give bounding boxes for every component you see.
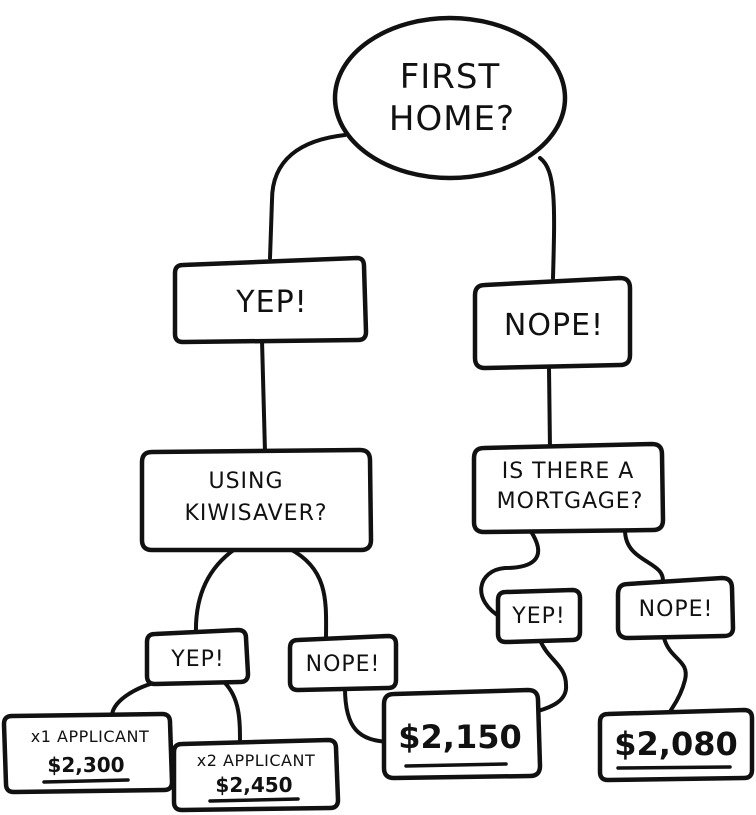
connector-yep-to-kiwisaver: [260, 338, 267, 454]
yep-first-home-label: YEP!: [235, 285, 307, 320]
node-amount-2080: $2,080: [597, 707, 755, 783]
applicant-2-amount-underline: [208, 797, 300, 803]
node-nope-first-home: NOPE!: [472, 275, 633, 371]
yep-mortgage-box: [495, 587, 583, 645]
yep-first-home-box: [172, 255, 369, 345]
connector-nope-to-2150: [343, 686, 390, 744]
mortgage-line1: IS THERE A: [502, 459, 635, 484]
amount-2080-box: [597, 707, 755, 783]
yep-kiwisaver-box: [144, 627, 251, 687]
nope-kiwisaver-box: [287, 633, 399, 693]
kiwisaver-box: [139, 447, 374, 553]
connector-kiwisaver-to-nope: [288, 547, 329, 642]
nope-kiwisaver-label: NOPE!: [306, 652, 381, 677]
kiwisaver-line2: KIWISAVER?: [184, 501, 327, 526]
node-first-home: FIRST HOME?: [332, 15, 568, 181]
connectors: [110, 133, 688, 746]
amount-2080-value: $2,080: [614, 725, 737, 763]
connector-yep-to-2150: [533, 638, 568, 714]
node-yep-mortgage: YEP!: [495, 587, 583, 645]
node-x2-applicant: x2 APPLICANT $2,450: [171, 737, 341, 813]
connector-yep-to-applicant-2: [222, 680, 242, 746]
amount-2150-box: [381, 687, 543, 781]
node-x1-applicant: x1 APPLICANT $2,300: [1, 711, 175, 795]
node-yep-kiwisaver: YEP!: [144, 627, 251, 687]
connector-mortgage-to-yep: [479, 528, 541, 620]
applicant-1-label: x1 APPLICANT: [31, 727, 149, 746]
applicant-1-box: [1, 711, 175, 795]
node-amount-2150: $2,150: [381, 687, 543, 781]
nope-mortgage-box: [615, 575, 736, 641]
amount-2150-value: $2,150: [398, 718, 521, 756]
nope-mortgage-label: NOPE!: [639, 597, 714, 622]
connector-nope-to-mortgage: [547, 366, 552, 452]
applicant-1-amount: $2,300: [47, 753, 124, 777]
yep-mortgage-label: YEP!: [511, 604, 565, 629]
connector-first-home-to-nope: [538, 156, 557, 280]
nope-first-home-label: NOPE!: [504, 308, 604, 343]
applicant-2-label: x2 APPLICANT: [197, 751, 315, 770]
amount-2150-underline: [404, 762, 508, 768]
node-is-there-a-mortgage: IS THERE A MORTGAGE?: [471, 441, 666, 535]
node-using-kiwisaver: USING KIWISAVER?: [139, 447, 374, 553]
amount-2080-underline: [616, 765, 732, 770]
nope-first-home-box: [472, 275, 633, 371]
node-yep-first-home: YEP!: [172, 255, 369, 345]
connector-nope-to-2080: [662, 636, 688, 714]
first-home-line1: FIRST: [400, 57, 501, 97]
yep-kiwisaver-label: YEP!: [170, 647, 224, 672]
applicant-2-box: [171, 737, 341, 813]
mortgage-line2: MORTGAGE?: [497, 489, 644, 514]
mortgage-box: [471, 441, 666, 535]
node-nope-kiwisaver: NOPE!: [287, 633, 399, 693]
first-home-ellipse: [332, 15, 568, 181]
node-nope-mortgage: NOPE!: [615, 575, 736, 641]
kiwisaver-line1: USING: [208, 469, 283, 494]
connector-first-home-to-yep: [268, 133, 347, 260]
applicant-2-amount: $2,450: [215, 773, 292, 797]
applicant-1-amount-underline: [42, 778, 130, 784]
connector-kiwisaver-to-yep: [193, 547, 237, 636]
connector-mortgage-to-nope: [623, 528, 665, 588]
first-home-line2: HOME?: [389, 99, 515, 139]
